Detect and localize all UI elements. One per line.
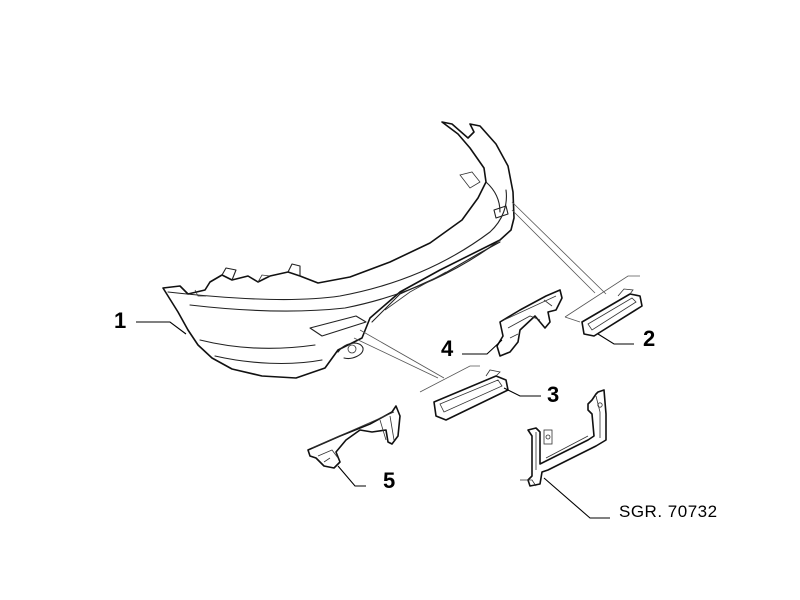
left-bracket-part-5 — [307, 405, 401, 469]
callout-1: 1 — [114, 308, 126, 333]
leader-lines — [136, 321, 634, 519]
reference-code: SGR. 70732 — [619, 502, 718, 521]
rear-bumper-part-1 — [162, 121, 515, 379]
assembly-guide-lines — [353, 201, 640, 393]
mounting-bracket-sgr — [520, 389, 607, 487]
right-bracket-part-4 — [496, 289, 563, 357]
callout-5: 5 — [383, 468, 395, 493]
callout-2: 2 — [643, 326, 655, 351]
right-reflector-part-2 — [581, 288, 643, 337]
callout-4: 4 — [441, 336, 454, 361]
left-reflector-part-3 — [433, 369, 509, 421]
callout-3: 3 — [547, 382, 559, 407]
